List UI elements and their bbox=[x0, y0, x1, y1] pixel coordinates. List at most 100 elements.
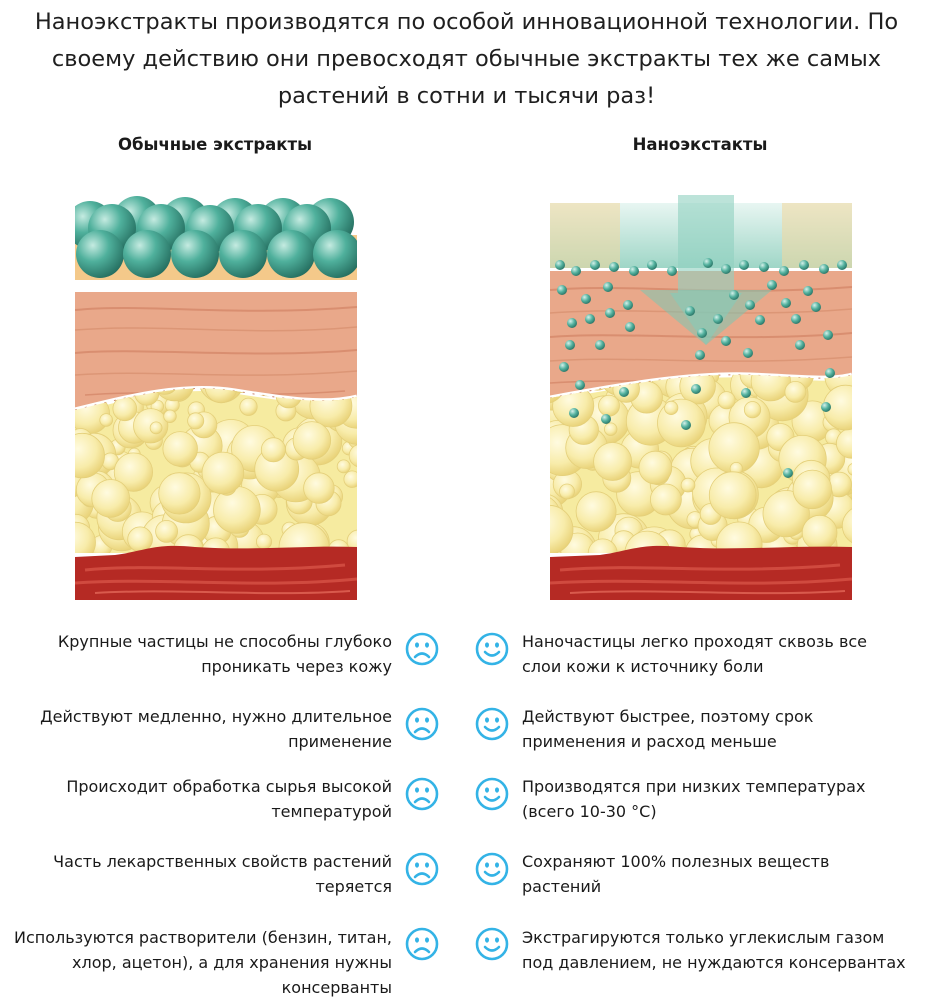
nano-particle bbox=[837, 260, 847, 270]
nano-particle bbox=[799, 260, 809, 270]
nano-particle bbox=[729, 290, 739, 300]
smile-face-icon bbox=[475, 927, 509, 961]
nano-particle bbox=[595, 340, 605, 350]
nano-particle bbox=[623, 300, 633, 310]
right-item: Экстрагируются только углекислым газом п… bbox=[522, 925, 927, 975]
fat-bubble bbox=[348, 443, 357, 468]
fat-bubble bbox=[113, 452, 154, 492]
left-item: Происходит обработка сырья высокой темпе… bbox=[0, 774, 392, 824]
fat-bubble bbox=[127, 526, 153, 553]
right-item-line: растений bbox=[522, 877, 602, 896]
nano-particle bbox=[681, 420, 691, 430]
right-item-line: Производятся при низких температурах bbox=[522, 777, 866, 796]
left-item-line: Действуют медленно, нужно длительное bbox=[40, 707, 392, 726]
nano-particle bbox=[743, 348, 753, 358]
nano-particle bbox=[581, 294, 591, 304]
sad-face-icon bbox=[405, 632, 439, 666]
left-item-line: Происходит обработка сырья высокой bbox=[66, 777, 392, 796]
smile-face-icon bbox=[475, 632, 509, 666]
left-item-line: применение bbox=[288, 732, 392, 751]
nano-particle bbox=[741, 388, 751, 398]
fat-bubble bbox=[847, 462, 852, 476]
nano-particles bbox=[555, 258, 847, 478]
sad-face-icon bbox=[405, 777, 439, 811]
left-item: Действуют медленно, нужно длительное при… bbox=[0, 704, 392, 754]
fat-bubble bbox=[150, 388, 179, 395]
fat-bubble bbox=[187, 412, 205, 430]
left-item: Крупные частицы не способны глубоко прон… bbox=[0, 629, 392, 679]
left-item-line: теряется bbox=[315, 877, 392, 896]
nano-particle bbox=[590, 260, 600, 270]
left-item-line: Часть лекарственных свойств растений bbox=[53, 852, 392, 871]
nano-particle bbox=[759, 262, 769, 272]
nano-particle bbox=[791, 314, 801, 324]
nano-particle bbox=[783, 468, 793, 478]
nano-particle bbox=[713, 314, 723, 324]
large-particle bbox=[219, 230, 267, 278]
fat-bubble bbox=[841, 505, 852, 546]
sad-face-icon bbox=[405, 927, 439, 961]
fat-bubble bbox=[559, 483, 575, 500]
right-item: Сохраняют 100% полезных веществ растений bbox=[522, 849, 927, 899]
muscle-layer bbox=[75, 545, 357, 600]
right-item: Действуют быстрее, поэтому срок применен… bbox=[522, 704, 927, 754]
fat-bubble bbox=[792, 469, 832, 510]
fat-bubble bbox=[750, 374, 791, 402]
fat-bubble bbox=[717, 391, 736, 410]
nano-particle bbox=[767, 280, 777, 290]
nano-particle bbox=[739, 260, 749, 270]
fat-bubble bbox=[550, 504, 574, 553]
nano-particle bbox=[695, 350, 705, 360]
large-particle bbox=[123, 230, 171, 278]
sad-face-icon bbox=[405, 852, 439, 886]
fat-bubble bbox=[260, 437, 286, 463]
left-item-line: Крупные частицы не способны глубоко bbox=[57, 632, 392, 651]
right-item-line: слои кожи к источнику боли bbox=[522, 657, 764, 676]
nano-particle bbox=[569, 408, 579, 418]
fat-bubble bbox=[75, 432, 105, 479]
large-particle bbox=[76, 230, 124, 278]
nano-particle bbox=[721, 264, 731, 274]
left-item: Используются растворители (бензин, титан… bbox=[0, 925, 392, 1000]
headline-line: Наноэкстракты производятся по особой инн… bbox=[34, 9, 899, 35]
nano-particle bbox=[745, 300, 755, 310]
nano-particle bbox=[603, 282, 613, 292]
fat-bubble bbox=[75, 521, 96, 553]
nano-particle bbox=[609, 262, 619, 272]
headline-line: растений в сотни и тысячи раз! bbox=[277, 83, 656, 109]
fat-bubble bbox=[255, 533, 272, 550]
nano-particle bbox=[629, 266, 639, 276]
right-item-line: Действуют быстрее, поэтому срок bbox=[522, 707, 814, 726]
fat-bubble bbox=[204, 388, 238, 404]
nano-particle bbox=[667, 266, 677, 276]
sad-face-icon bbox=[405, 707, 439, 741]
right-item-line: применения и расход меньше bbox=[522, 732, 777, 751]
nano-particle bbox=[557, 285, 567, 295]
left-item-line: хлор, ацетон), а для хранения нужны bbox=[72, 953, 392, 972]
fat-bubble bbox=[162, 431, 198, 467]
nano-particle bbox=[697, 328, 707, 338]
fat-bubble bbox=[743, 401, 762, 419]
fat-bubble bbox=[149, 421, 163, 435]
nano-particle bbox=[559, 362, 569, 372]
headline-line: своему действию они превосходят обычные … bbox=[51, 46, 882, 72]
smile-face-icon bbox=[475, 777, 509, 811]
fat-bubble bbox=[638, 450, 673, 485]
nano-particle bbox=[565, 340, 575, 350]
nano-particle bbox=[691, 384, 701, 394]
fat-layer bbox=[75, 385, 357, 553]
fat-bubble bbox=[303, 472, 335, 504]
fat-bubble bbox=[99, 413, 114, 427]
smile-face-icon bbox=[475, 852, 509, 886]
left-item: Часть лекарственных свойств растений тер… bbox=[0, 849, 392, 899]
fat-bubble bbox=[91, 479, 131, 518]
nano-extract-skin-illustration bbox=[550, 195, 852, 600]
nano-particle bbox=[823, 330, 833, 340]
large-particle bbox=[171, 230, 219, 278]
fat-bubble bbox=[593, 442, 632, 481]
large-particles bbox=[75, 196, 357, 278]
nano-particle bbox=[685, 306, 695, 316]
nano-particle bbox=[555, 260, 565, 270]
fat-bubble bbox=[801, 514, 838, 551]
nano-particle bbox=[781, 298, 791, 308]
